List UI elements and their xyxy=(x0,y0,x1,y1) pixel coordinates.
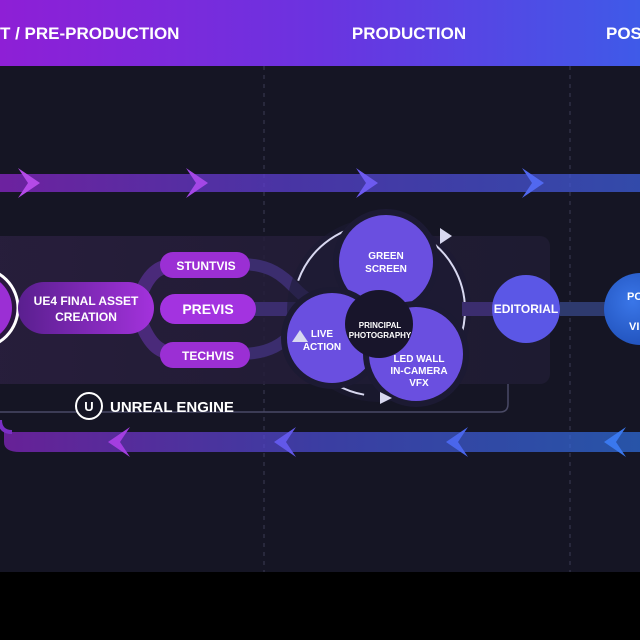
green-screen-label-line2: SCREEN xyxy=(365,264,407,275)
green-screen-label-line1: GREEN xyxy=(368,251,404,262)
asset-creation-node xyxy=(18,282,154,334)
led-wall-label-line3: VFX xyxy=(409,378,429,389)
production-cycle xyxy=(281,209,471,407)
post-node-label-line1: PO xyxy=(627,291,640,303)
chevron-right-icon xyxy=(356,168,378,198)
phase-label-production: PRODUCTION xyxy=(352,24,466,43)
previous-node-fill xyxy=(0,282,12,334)
previs-node xyxy=(160,294,256,324)
editorial-label: EDITORIAL xyxy=(494,302,558,316)
principal-photography-label-line1: PRINCIPAL xyxy=(359,321,402,330)
asset-creation-label-line1: UE4 FINAL ASSET xyxy=(34,294,139,308)
chevron-left-icon xyxy=(274,427,296,457)
stuntvis-node xyxy=(160,252,250,278)
principal-photography-label-line2: PHOTOGRAPHY xyxy=(349,331,412,340)
cycle-arrowhead-icon xyxy=(292,330,308,342)
chevron-left-icon xyxy=(108,427,130,457)
live-action-label-line1: LIVE xyxy=(311,329,334,340)
top-flow-arrow xyxy=(0,168,640,198)
cycle-arrowhead-icon xyxy=(380,392,392,404)
techvis-node xyxy=(160,342,250,368)
chevron-right-icon xyxy=(522,168,544,198)
chevron-left-icon xyxy=(604,427,626,457)
post-node-label-line2: VI xyxy=(629,321,639,333)
unreal-logo-letter: U xyxy=(84,399,93,414)
techvis-label: TECHVIS xyxy=(182,349,234,363)
led-wall-label-line1: LED WALL xyxy=(393,354,444,365)
unreal-engine-label: UNREAL ENGINE xyxy=(110,399,234,416)
previs-label: PREVIS xyxy=(182,301,233,317)
connector-post xyxy=(560,302,612,316)
phase-label-preproduction: T / PRE-PRODUCTION xyxy=(0,24,179,43)
unreal-bracket-line xyxy=(0,384,509,413)
chevron-left-icon xyxy=(446,427,468,457)
post-node xyxy=(604,273,640,345)
unreal-logo-icon xyxy=(75,392,103,420)
connector-editorial xyxy=(462,302,502,316)
phase-label-post: POS xyxy=(606,24,640,43)
principal-photography-core xyxy=(345,290,413,358)
asset-creation-label-line2: CREATION xyxy=(55,310,117,324)
led-wall-label-line2: IN-CAMERA xyxy=(390,366,447,377)
cycle-arrowhead-icon xyxy=(440,228,452,244)
live-action-label-line2: ACTION xyxy=(303,342,341,353)
editorial-node xyxy=(492,275,560,343)
chevron-right-icon xyxy=(18,168,40,198)
chevron-right-icon xyxy=(186,168,208,198)
phase-header-band xyxy=(0,0,640,66)
stuntvis-label: STUNTVIS xyxy=(176,259,235,273)
bottom-flow-arrow xyxy=(0,419,640,457)
